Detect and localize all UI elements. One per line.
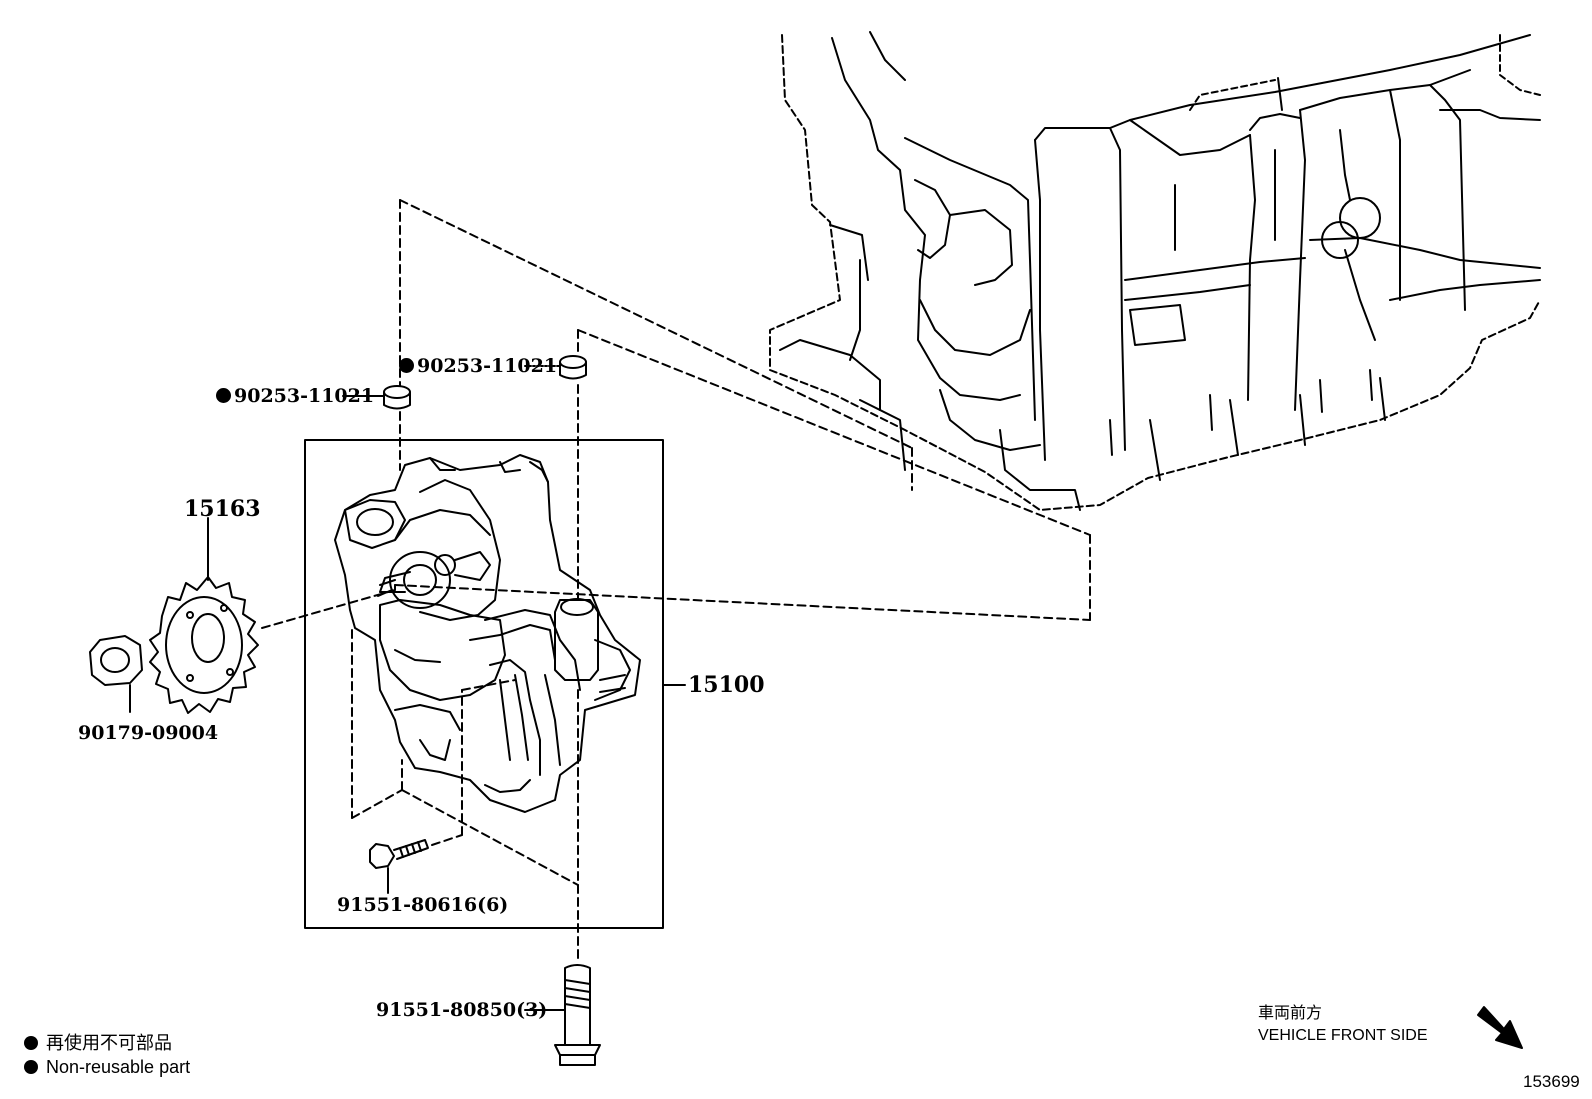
front-text-en: VEHICLE FRONT SIDE [1258, 1027, 1428, 1044]
non-reusable-dot-icon [24, 1060, 38, 1074]
oil-pump-body [334, 454, 641, 813]
label-91551-80616[interactable]: 91551-80616(6) [337, 894, 509, 916]
legend-text-jp: 再使用不可部品 [46, 1033, 172, 1053]
alignment-lines [261, 199, 1091, 959]
assembly-frame [304, 439, 664, 929]
legend-non-reusable-en: Non-reusable part [24, 1058, 190, 1076]
label-15100[interactable]: 15100 [688, 672, 765, 698]
front-arrow-icon [1477, 1006, 1523, 1049]
engine-block-outline [769, 31, 1541, 511]
part-number-text: 90253-11021 [417, 355, 558, 377]
non-reusable-dot-icon [399, 358, 414, 373]
bolt-long-drawing [524, 964, 601, 1066]
label-90253-11021-right[interactable]: 90253-11021 [399, 357, 557, 376]
non-reusable-dot-icon [24, 1036, 38, 1050]
bolt-small-drawing [369, 839, 429, 894]
non-reusable-dot-icon [216, 388, 231, 403]
legend-non-reusable-jp: 再使用不可部品 [24, 1034, 172, 1052]
label-15163[interactable]: 15163 [184, 496, 261, 522]
pin-right-drawing [524, 355, 587, 380]
diagram-id: 153699 [1523, 1072, 1580, 1091]
front-text-jp: 車両前方 [1258, 1005, 1323, 1022]
label-90253-11021-left[interactable]: 90253-11021 [216, 387, 374, 406]
nut-drawing [89, 635, 143, 713]
part-number-text: 90253-11021 [234, 385, 375, 407]
legend-text-en: Non-reusable part [46, 1057, 191, 1077]
sprocket-drawing [149, 576, 259, 714]
pin-left-drawing [342, 385, 411, 410]
label-90179-09004[interactable]: 90179-09004 [78, 722, 219, 744]
label-91551-80850[interactable]: 91551-80850(3) [376, 999, 548, 1021]
